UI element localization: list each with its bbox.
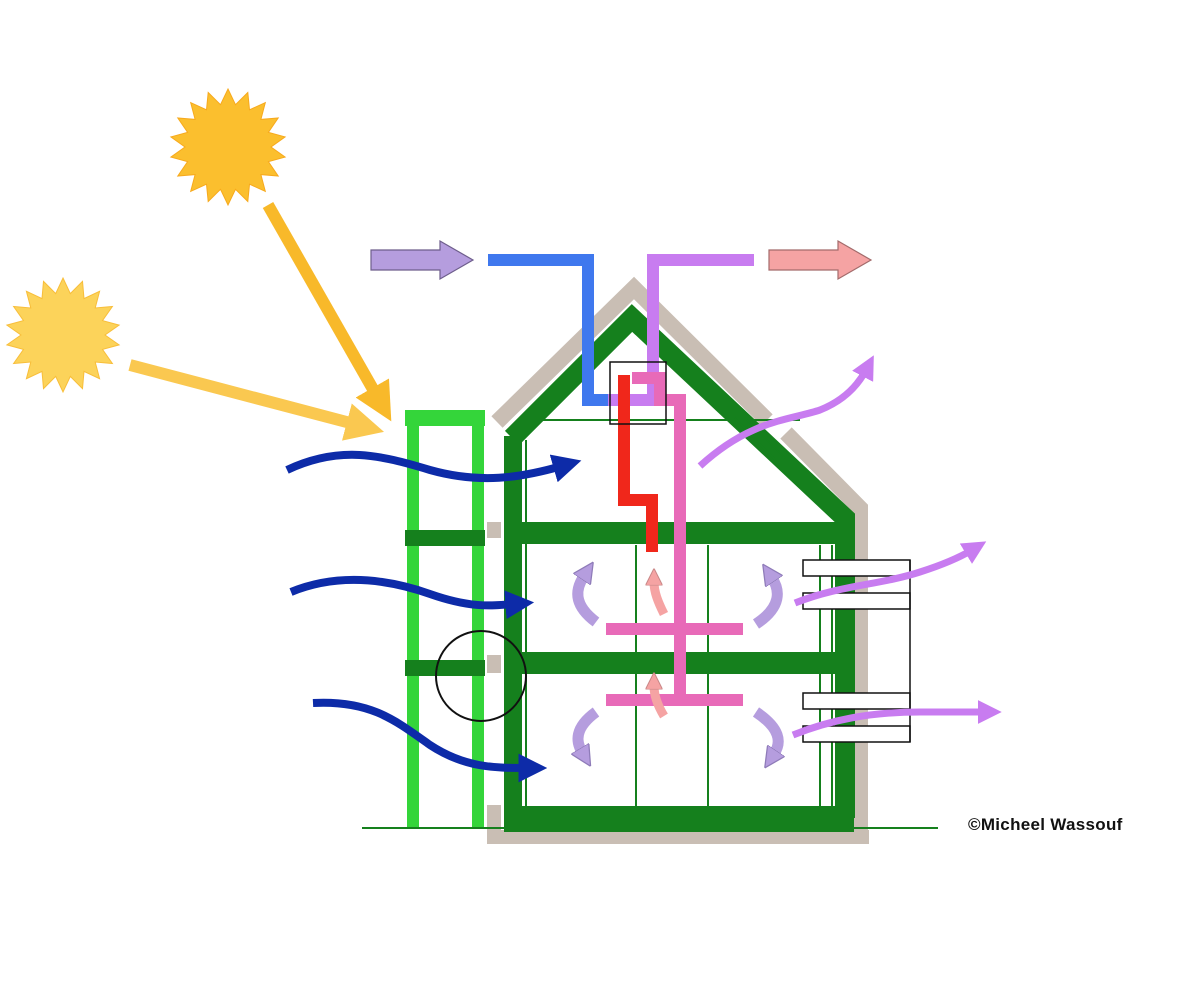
exhaust-duct [608,254,754,406]
top-ducts [370,239,873,406]
sunspace-frame [405,410,485,828]
fresh-air-in-arrow [370,239,475,281]
vent-lower [802,692,911,743]
sun-lower-icon [5,276,121,394]
exhaust-out-arrow [768,239,873,281]
wind-arrows [285,450,582,783]
outflow-arrows [697,355,1002,739]
sun-upper-icon [169,87,287,207]
vent-upper [802,559,911,610]
detail-circle [435,630,527,722]
sun-ray-lower-arrow [128,359,384,441]
sun-ray-upper-arrow [262,202,392,422]
distribution-ducts [606,361,743,706]
copyright-credit: ©Micheel Wassouf [968,815,1123,834]
room-air-arrows [578,576,778,754]
